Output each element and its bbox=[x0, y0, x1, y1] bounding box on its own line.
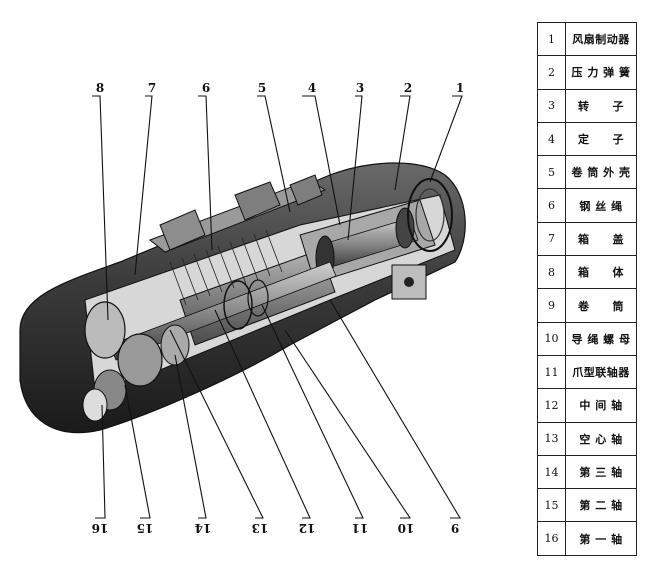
callouts-bottom: 16 15 14 13 12 11 10 9 bbox=[92, 521, 460, 535]
legend-number: 9 bbox=[537, 288, 566, 323]
legend-number: 10 bbox=[537, 321, 566, 356]
legend-number: 3 bbox=[537, 88, 566, 123]
legend-number: 7 bbox=[537, 221, 566, 257]
legend-part-name: 导 绳 螺 母 bbox=[565, 321, 637, 356]
callout-9: 9 bbox=[451, 521, 459, 535]
callout-1: 1 bbox=[456, 81, 464, 95]
legend-part-name: 定 子 bbox=[565, 121, 637, 157]
callout-2: 2 bbox=[404, 81, 412, 95]
legend-part-name: 第 二 轴 bbox=[565, 488, 637, 523]
legend-part-name: 转 子 bbox=[565, 88, 637, 123]
legend-number: 13 bbox=[537, 421, 566, 456]
callout-11: 11 bbox=[352, 521, 369, 535]
legend-number: 2 bbox=[537, 55, 566, 90]
legend-part-name: 卷 筒 外 壳 bbox=[565, 155, 637, 190]
legend-number: 5 bbox=[537, 155, 566, 190]
callout-5: 5 bbox=[258, 81, 266, 95]
legend-part-name: 箱 盖 bbox=[565, 221, 637, 257]
callout-10: 10 bbox=[398, 521, 415, 535]
legend-part-name: 空 心 轴 bbox=[565, 421, 637, 456]
legend-number: 15 bbox=[537, 488, 566, 523]
legend-part-name: 压 力 弹 簧 bbox=[565, 55, 637, 90]
callout-3: 3 bbox=[356, 81, 364, 95]
leader-lines bbox=[92, 95, 463, 519]
legend-number: 16 bbox=[537, 521, 566, 556]
callout-14: 14 bbox=[195, 521, 212, 535]
callout-6: 6 bbox=[202, 81, 210, 95]
fan-brake bbox=[407, 178, 453, 252]
cutaway-interior bbox=[82, 178, 456, 422]
legend-number: 1 bbox=[537, 21, 566, 57]
rope-guide-box bbox=[391, 264, 427, 300]
legend-part-name: 中 间 轴 bbox=[565, 388, 637, 423]
callout-8: 8 bbox=[96, 81, 104, 95]
legend-number: 6 bbox=[537, 188, 566, 223]
legend-number: 4 bbox=[537, 121, 566, 157]
legend-part-name: 卷 筒 bbox=[565, 288, 637, 323]
legend-part-name: 钢 丝 绳 bbox=[565, 188, 637, 223]
legend-number: 8 bbox=[537, 255, 566, 290]
callout-4: 4 bbox=[308, 81, 316, 95]
legend-number: 12 bbox=[537, 388, 566, 423]
callouts-top: 8 7 6 5 4 3 2 1 bbox=[96, 81, 464, 95]
legend-part-name: 第 三 轴 bbox=[565, 454, 637, 490]
legend-part-name: 第 一 轴 bbox=[565, 521, 637, 556]
legend-part-name: 箱 体 bbox=[565, 255, 637, 290]
callout-12: 12 bbox=[299, 521, 316, 535]
callout-7: 7 bbox=[148, 81, 156, 95]
legend-number: 11 bbox=[537, 354, 566, 390]
legend-part-name: 风扇制动器 bbox=[565, 21, 637, 57]
gearbox bbox=[82, 301, 190, 422]
callout-13: 13 bbox=[252, 521, 269, 535]
hoist-cutaway-diagram: 8 7 6 5 4 3 2 1 16 15 14 13 12 11 10 9 bbox=[19, 81, 466, 535]
legend-part-name: 爪型联轴器 bbox=[565, 354, 637, 390]
legend-number: 14 bbox=[537, 454, 566, 490]
callout-16: 16 bbox=[92, 521, 109, 535]
callout-15: 15 bbox=[137, 521, 154, 535]
